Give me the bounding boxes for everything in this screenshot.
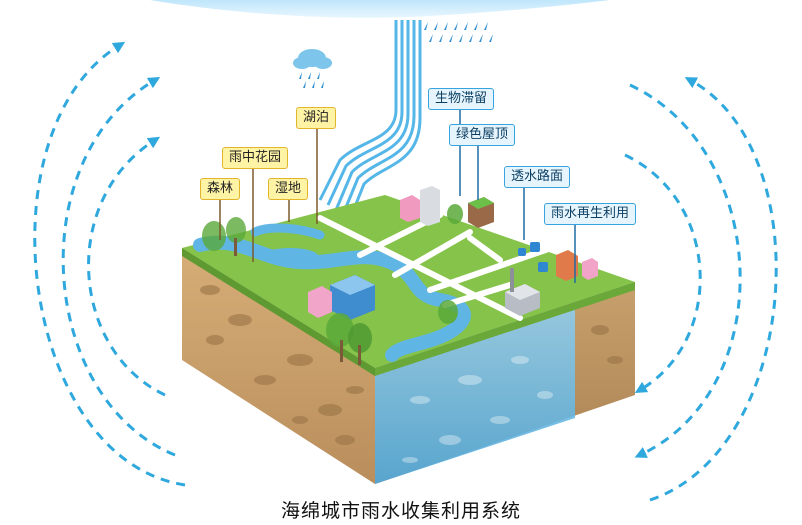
building-icon	[308, 186, 598, 320]
diagram-caption: 海绵城市雨水收集利用系统	[280, 500, 521, 522]
label-bio-retention: 生物滞留	[428, 88, 495, 110]
water-tank-icon	[518, 242, 548, 272]
cloud-icon	[293, 49, 332, 88]
label-rainwater-reuse: 雨水再生利用	[544, 203, 637, 225]
water-cycle-arrows-right	[624, 77, 778, 502]
rain-icon	[424, 22, 493, 42]
land-surface	[182, 195, 635, 376]
label-lake: 湖泊	[296, 107, 337, 129]
cloud-icon	[150, 0, 610, 18]
label-leader-lines	[459, 107, 576, 283]
label-forest: 森林	[200, 178, 241, 200]
tree-icon	[202, 204, 463, 365]
label-wetland: 湿地	[268, 178, 309, 200]
ground-block	[182, 248, 635, 484]
label-rain-garden: 雨中花园	[222, 147, 289, 169]
water-cycle-arrows-left	[33, 41, 186, 487]
label-green-roof: 绿色屋顶	[449, 124, 516, 146]
label-permeable-pavement: 透水路面	[504, 166, 571, 188]
rain-stream	[318, 20, 422, 215]
factory-icon	[505, 268, 540, 316]
label-leader-lines	[219, 126, 318, 262]
